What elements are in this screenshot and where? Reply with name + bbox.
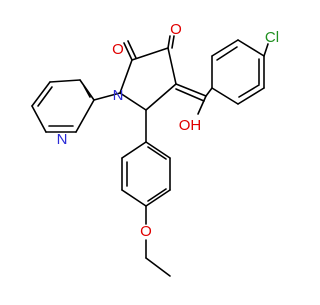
pyridyl-group	[31, 79, 121, 133]
atom-label-oh: OH	[179, 117, 202, 134]
atom-label-o-ketone-left: O	[112, 41, 124, 58]
carbonyl-bonds	[123, 35, 175, 61]
atom-label-n-ring: N	[113, 87, 124, 104]
structure-canvas: O O N N Cl OH O	[31, 21, 279, 277]
ethoxyphenyl-ring	[121, 109, 171, 207]
atom-label-n-pyridine: N	[57, 131, 68, 148]
enol-group	[175, 83, 213, 115]
pyrrolidinone-ring	[119, 47, 177, 111]
chlorophenyl-ring	[211, 39, 269, 105]
atom-label-cl: Cl	[265, 29, 279, 46]
atom-label-o-ketone-right: O	[170, 21, 182, 38]
molecule-structure: O O N N Cl OH O	[31, 21, 279, 277]
atom-label-o-ether: O	[140, 223, 152, 240]
ethoxy-chain	[145, 205, 171, 277]
